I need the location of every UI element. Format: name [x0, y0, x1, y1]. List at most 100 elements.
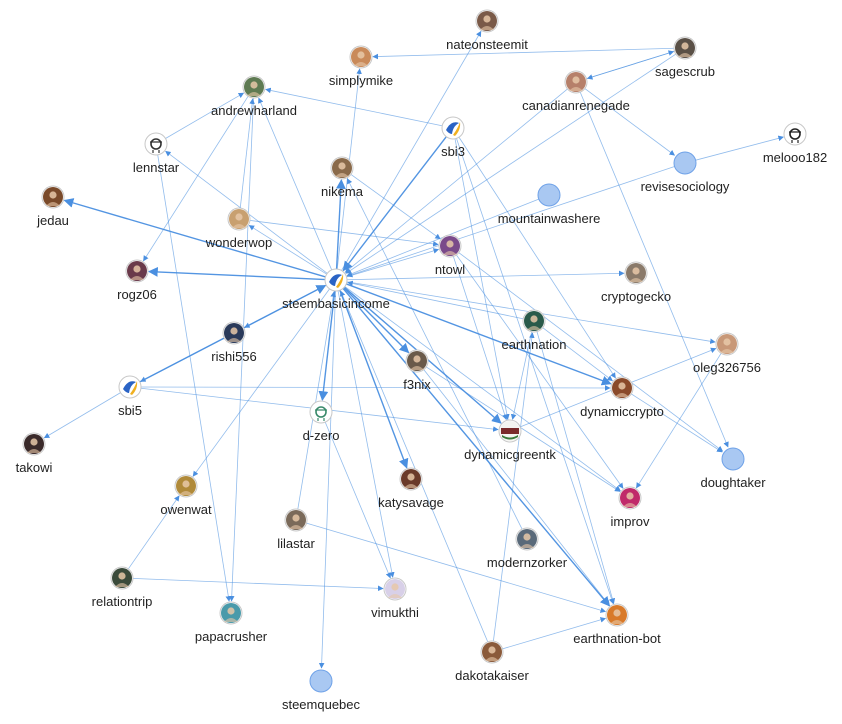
edge-revisesociology-to-steembasicincome [346, 166, 675, 278]
edge-rishi556-to-sbi5 [140, 337, 226, 382]
node-steembasicincome[interactable]: steembasicincome [282, 268, 390, 311]
edge-wonderwop-to-ntowl [248, 219, 439, 247]
node-f3nix[interactable]: f3nix [403, 349, 431, 392]
node-oleg326756[interactable]: oleg326756 [693, 332, 761, 375]
edge-earthnation-to-steembasicincome [347, 280, 525, 320]
user-avatar-icon [43, 187, 63, 207]
node-label: ntowl [435, 262, 465, 277]
node-sbi5[interactable]: sbi5 [118, 375, 142, 418]
node-doughtaker[interactable]: doughtaker [700, 447, 766, 490]
edge-lennstar-to-andrewharland [164, 92, 245, 140]
node-modernzorker[interactable]: modernzorker [487, 527, 568, 570]
node-label: f3nix [403, 377, 431, 392]
node-dakotakaiser[interactable]: dakotakaiser [455, 640, 530, 683]
node-label: dynamicgreentk [464, 447, 556, 462]
edge-steembasicincome-to-nateonsteemit [340, 30, 482, 272]
node-lennstar[interactable]: lennstar [133, 132, 180, 175]
node-label: nikema [321, 184, 364, 199]
node-label: vimukthi [371, 605, 419, 620]
edge-steembasicincome-to-earthnation-bot [341, 287, 610, 607]
node-label: nateonsteemit [446, 37, 528, 52]
node-melooo182[interactable]: melooo182 [763, 122, 827, 165]
node-lilastar[interactable]: lilastar [277, 508, 315, 551]
edge-steembasicincome-to-wonderwop [248, 225, 328, 276]
node-andrewharland[interactable]: andrewharland [211, 75, 297, 118]
node-rishi556[interactable]: rishi556 [211, 321, 257, 364]
edge-sbi3-to-dynamiccrypto [458, 136, 616, 379]
edge-wonderwop-to-andrewharland [239, 98, 255, 210]
edge-sbi5-to-takowi [43, 391, 122, 439]
user-avatar-icon [675, 38, 695, 58]
node-label: wonderwop [205, 235, 273, 250]
node-vimukthi[interactable]: vimukthi [371, 577, 419, 620]
edge-sbi3-to-andrewharland [265, 87, 444, 127]
node-wonderwop[interactable]: wonderwop [205, 207, 273, 250]
user-avatar-icon [440, 236, 460, 256]
edge-sbi5-to-dynamiccrypto [139, 385, 611, 391]
node-katysavage[interactable]: katysavage [378, 467, 444, 510]
node-cryptogecko[interactable]: cryptogecko [601, 261, 671, 304]
user-avatar-icon [407, 351, 427, 371]
line-art-avatar-icon [146, 134, 166, 154]
node-nateonsteemit[interactable]: nateonsteemit [446, 9, 528, 52]
edge-relationtrip-to-owenwat [127, 495, 180, 571]
node-label: rishi556 [211, 349, 257, 364]
node-ntowl[interactable]: ntowl [435, 234, 465, 277]
node-dynamicgreentk[interactable]: dynamicgreentk [464, 419, 556, 462]
node-label: papacrusher [195, 629, 268, 644]
edge-steembasicincome-to-rishi556 [244, 284, 328, 328]
node-takowi[interactable]: takowi [16, 432, 53, 475]
edge-steembasicincome-to-vimukthi [337, 289, 395, 578]
edge-sagescrub-to-simplymike [372, 47, 676, 60]
node-label: earthnation-bot [573, 631, 661, 646]
node-jedau[interactable]: jedau [36, 185, 69, 228]
node-d-zero[interactable]: d-zero [303, 400, 340, 443]
user-avatar-icon [332, 158, 352, 178]
edge-revisesociology-to-melooo182 [695, 135, 784, 161]
node-steemquebec[interactable]: steemquebec [282, 669, 361, 712]
node-label: d-zero [303, 428, 340, 443]
edge-sbi3-to-steembasicincome [342, 135, 448, 272]
edge-steembasicincome-to-andrewharland [258, 97, 333, 271]
node-label: jedau [36, 213, 69, 228]
edge-d-zero-to-vimukthi [324, 421, 392, 579]
node-mountainwashere[interactable]: mountainwashere [498, 183, 601, 226]
edge-canadianrenegade-to-sagescrub [585, 50, 675, 80]
line-art-avatar-icon [785, 124, 805, 144]
node-sagescrub[interactable]: sagescrub [655, 36, 715, 79]
edge-steembasicincome-to-steemquebec [318, 289, 337, 669]
edge-andrewharland-to-papacrusher [228, 96, 254, 602]
edge-dakotakaiser-to-steembasicincome [340, 290, 489, 643]
node-revisesociology[interactable]: revisesociology [641, 151, 730, 194]
node-nikema[interactable]: nikema [321, 156, 364, 199]
sbi-logo-icon [120, 377, 140, 397]
node-label: mountainwashere [498, 211, 601, 226]
edge-dakotakaiser-to-earthnation [492, 332, 535, 643]
edge-lilastar-to-steembasicincome [297, 291, 336, 511]
node-sbi3[interactable]: sbi3 [441, 116, 465, 159]
node-label: relationtrip [92, 594, 153, 609]
node-owenwat[interactable]: owenwat [160, 474, 212, 517]
user-avatar-icon [24, 434, 44, 454]
node-improv[interactable]: improv [610, 486, 650, 529]
user-avatar-icon [385, 579, 405, 599]
node-label: canadianrenegade [522, 98, 630, 113]
node-earthnation-bot[interactable]: earthnation-bot [573, 603, 661, 646]
user-avatar-icon [612, 378, 632, 398]
node-earthnation[interactable]: earthnation [501, 309, 567, 352]
node-simplymike[interactable]: simplymike [329, 45, 393, 88]
node-relationtrip[interactable]: relationtrip [92, 566, 153, 609]
sbi-logo-icon [326, 270, 346, 290]
node-dynamiccrypto[interactable]: dynamiccrypto [580, 376, 664, 419]
edge-andrewharland-to-rogz06 [143, 95, 249, 262]
edge-steembasicincome-to-jedau [63, 198, 327, 278]
edge-f3nix-to-improv [425, 366, 621, 492]
node-papacrusher[interactable]: papacrusher [195, 601, 268, 644]
user-avatar-icon [607, 605, 627, 625]
node-canadianrenegade[interactable]: canadianrenegade [522, 70, 630, 113]
node-label: steembasicincome [282, 296, 390, 311]
placeholder-avatar-icon [537, 183, 561, 207]
node-rogz06[interactable]: rogz06 [117, 259, 157, 302]
user-avatar-icon [482, 642, 502, 662]
node-label: lennstar [133, 160, 180, 175]
